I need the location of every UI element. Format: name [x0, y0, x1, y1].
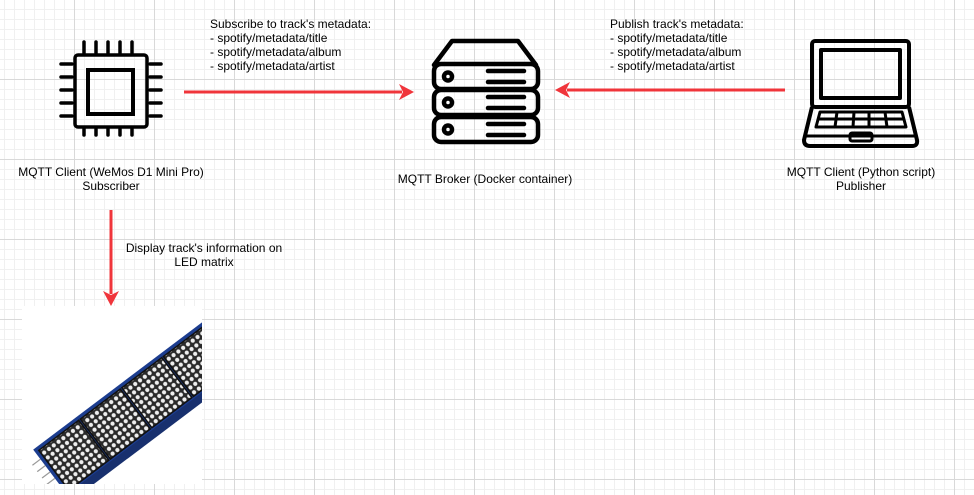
subscribe-topic-2: - spotify/metadata/album	[210, 45, 342, 59]
subscribe-topic-1: - spotify/metadata/title	[210, 31, 328, 45]
publish-topic-1: - spotify/metadata/title	[610, 31, 728, 45]
subscribe-arrow	[184, 84, 414, 100]
display-label-line-2: LED matrix	[174, 255, 234, 269]
display-arrow	[103, 210, 119, 306]
subscriber-label-line-2: Subscriber	[82, 179, 140, 193]
subscribe-edge-label: Subscribe to track's metadata: - spotify…	[210, 17, 371, 73]
led-matrix-photo	[22, 306, 243, 495]
subscriber-label-line-1: MQTT Client (WeMos D1 Mini Pro)	[18, 165, 204, 179]
publisher-label-line-1: MQTT Client (Python script)	[786, 165, 936, 179]
broker-label-line-1: MQTT Broker (Docker container)	[397, 172, 573, 186]
subscribe-title: Subscribe to track's metadata:	[210, 17, 372, 31]
publish-topic-3: - spotify/metadata/artist	[610, 59, 735, 73]
laptop-icon	[802, 39, 920, 148]
publish-arrow	[555, 82, 785, 98]
led-matrix-image	[32, 320, 243, 495]
microchip-icon	[59, 40, 163, 137]
server-icon	[431, 38, 541, 145]
publish-title: Publish track's metadata:	[610, 17, 744, 31]
display-label-line-1: Display track's information on	[125, 241, 283, 255]
publisher-label: MQTT Client (Python script) Publisher	[761, 165, 961, 193]
subscribe-topic-3: - spotify/metadata/artist	[210, 59, 335, 73]
broker-label: MQTT Broker (Docker container)	[385, 172, 585, 186]
publisher-label-line-2: Publisher	[835, 179, 887, 193]
publish-topic-2: - spotify/metadata/album	[610, 45, 742, 59]
display-edge-label: Display track's information on LED matri…	[121, 241, 287, 269]
publish-edge-label: Publish track's metadata: - spotify/meta…	[610, 17, 744, 73]
subscriber-label: MQTT Client (WeMos D1 Mini Pro) Subscrib…	[11, 165, 211, 193]
